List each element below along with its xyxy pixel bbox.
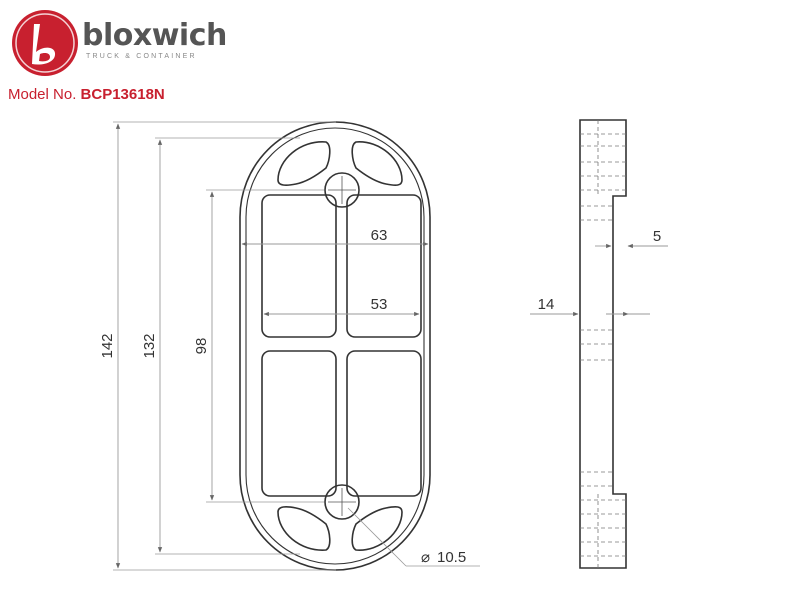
pocket-bottom-left: [261, 350, 337, 497]
side-view: [579, 119, 627, 569]
dim-overall-width: 63: [371, 227, 388, 244]
brand-tagline: TRUCK & CONTAINER: [86, 53, 197, 60]
end-pocket-bottom-right: [351, 506, 403, 551]
dim-hole-diameter: 10.5: [437, 549, 466, 566]
dim-inner-width: 53: [371, 296, 388, 313]
dim-step: 5: [653, 228, 661, 245]
front-view: [239, 121, 431, 571]
pocket-top-left: [261, 194, 337, 338]
model-number: BCP13618N: [80, 86, 165, 103]
side-outline: [579, 119, 627, 569]
dim-hole-spacing: 98: [193, 338, 210, 355]
dim-thickness: 14: [538, 296, 555, 313]
side-hidden-lines: [580, 120, 626, 568]
inner-outline: [245, 127, 425, 565]
pocket-bottom-right: [346, 350, 422, 497]
end-pocket-bottom-left: [277, 506, 331, 551]
brand-name: bloxwich: [82, 18, 227, 53]
end-pocket-top-left: [277, 141, 331, 186]
dim-overall-height: 142: [99, 333, 116, 358]
bloxwich-logo: [12, 10, 78, 76]
end-pocket-top-right: [351, 141, 403, 186]
dim-outer-height: 132: [141, 333, 158, 358]
dim-diameter-symbol: ⌀: [421, 549, 430, 566]
outer-outline: [239, 121, 431, 571]
mounting-hole-top: [324, 172, 360, 208]
pocket-top-right: [346, 194, 422, 338]
model-label: Model No.: [8, 86, 77, 103]
model-line: Model No. BCP13618N: [8, 86, 165, 103]
mounting-hole-bottom: [324, 484, 360, 520]
